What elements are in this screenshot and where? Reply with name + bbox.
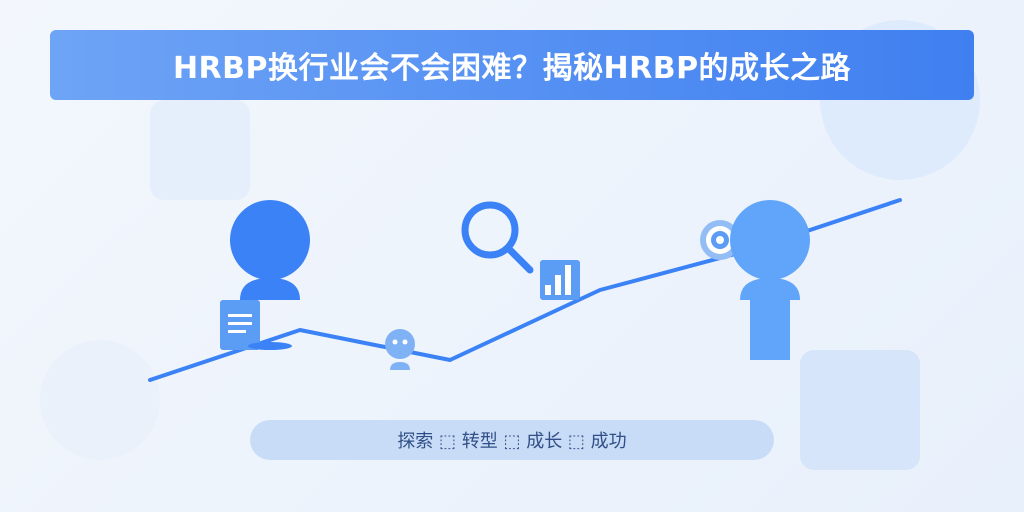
- bg-square-top-left: [150, 100, 250, 200]
- target-icon: [700, 220, 740, 260]
- person-right-icon: [730, 200, 810, 360]
- robot-icon: [385, 329, 415, 370]
- bg-square-bottom-right: [800, 350, 920, 470]
- title-banner: HRBP换行业会不会困难？揭秘HRBP的成长之路: [50, 30, 974, 100]
- document-shadow: [248, 342, 292, 350]
- stage-caption: 探索 ⬚ 转型 ⬚ 成长 ⬚ 成功: [250, 420, 774, 460]
- magnifier-icon: [461, 201, 534, 274]
- document-icon: [220, 300, 260, 350]
- bar-chart-icon: [540, 260, 580, 300]
- stage-caption-text: 探索 ⬚ 转型 ⬚ 成长 ⬚ 成功: [397, 431, 627, 452]
- person-left-icon: [230, 200, 310, 300]
- bg-circle-bottom-left: [40, 340, 160, 460]
- page-title: HRBP换行业会不会困难？揭秘HRBP的成长之路: [172, 51, 852, 86]
